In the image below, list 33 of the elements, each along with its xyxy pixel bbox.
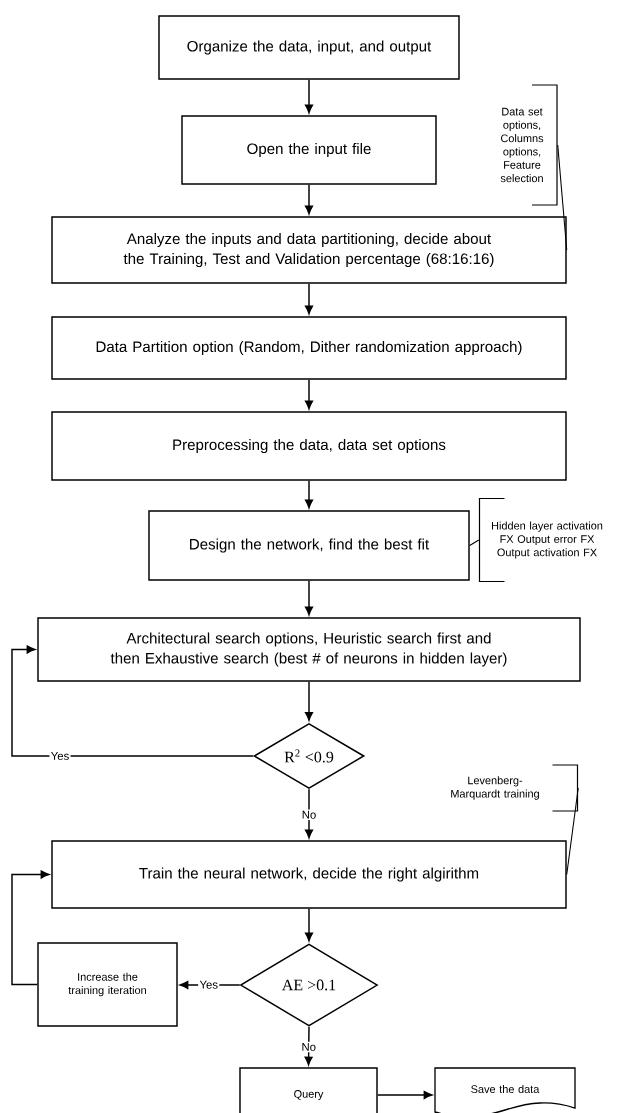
arrow [305, 908, 313, 942]
annotation-bracket: Hidden layer activation FX Output error FX Output activation FX [478, 497, 603, 583]
leader-line [557, 144, 568, 251]
process-box: Data Partition option (Random, Dither randomization approach) [51, 316, 567, 380]
arrow [304, 1026, 313, 1066]
arrow [305, 681, 313, 721]
process-box: Architectural search options, Heuristic search first and then Exhaustive search (best # of neurons in hidden layer) [37, 617, 581, 682]
arrow [305, 580, 313, 616]
process-box: Open the input file [181, 115, 437, 185]
arrow [11, 870, 50, 986]
arrow [305, 79, 313, 114]
leader-line [469, 539, 480, 547]
arrow [377, 1091, 433, 1100]
process-box: Increase the training iteration [37, 942, 178, 1027]
edge-label: Yes [49, 750, 71, 762]
annotation-bracket: Data set options, Columns options, Feature selection [500, 84, 558, 206]
arrow [305, 480, 313, 509]
edge-label: No [300, 1041, 318, 1053]
edge-label: No [300, 809, 318, 821]
annotation-bracket: Levenberg-Marquardt training [451, 764, 579, 812]
process-box: Design the network, find the best fit [148, 510, 470, 581]
process-box: Query [239, 1067, 378, 1113]
arrow [305, 184, 313, 215]
arrow [11, 645, 254, 757]
edge-label: Yes [198, 979, 220, 991]
process-box: Analyze the inputs and data partitioning, decide about the Training, Test and Validation percentage (68:16:16) [51, 216, 567, 284]
process-box: Organize the data, input, and output [158, 15, 460, 80]
process-box: Train the neural network, decide the right algirithm [51, 840, 567, 909]
leader-line [566, 787, 579, 876]
arrow [305, 788, 313, 839]
arrow [305, 283, 313, 315]
process-box: Preprocessing the data, data set options [51, 411, 567, 481]
arrow [305, 379, 313, 410]
